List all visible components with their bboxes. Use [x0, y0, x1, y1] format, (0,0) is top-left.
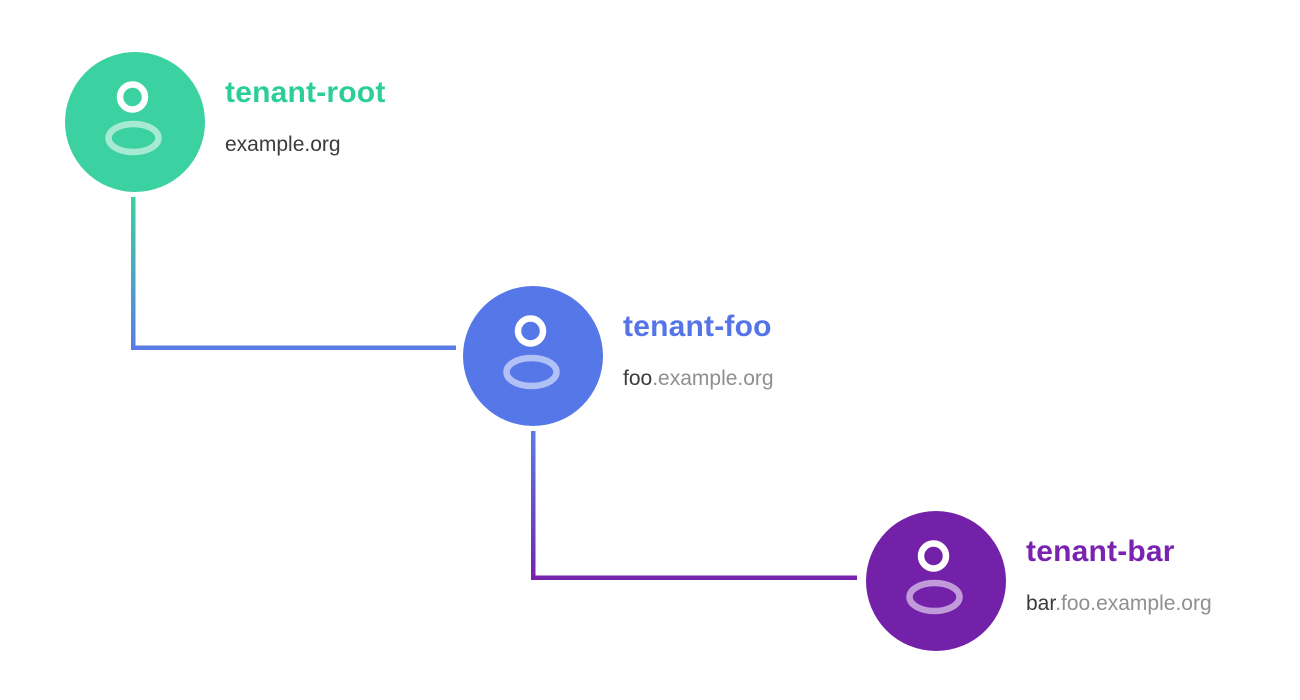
domain-primary: bar — [1026, 592, 1056, 615]
tenant-root-avatar — [65, 52, 205, 192]
connector-root-to-foo-horizontal — [131, 345, 456, 350]
tenant-bar-domain: bar.foo.example.org — [1026, 592, 1212, 616]
node-tenant-bar: tenant-bar bar.foo.example.org — [866, 511, 1300, 651]
tenant-root-label: tenant-root — [225, 76, 386, 109]
tenant-foo-text: tenant-foo foo.example.org — [623, 312, 774, 391]
tenant-bar-text: tenant-bar bar.foo.example.org — [1026, 537, 1212, 616]
connector-foo-to-bar — [531, 431, 857, 580]
person-icon — [105, 81, 162, 156]
person-icon — [906, 540, 963, 615]
node-tenant-root: tenant-root example.org — [65, 52, 535, 192]
tenant-root-text: tenant-root example.org — [225, 78, 386, 157]
domain-primary: foo — [623, 367, 653, 390]
connector-root-to-foo — [131, 197, 456, 350]
domain-secondary: .foo.example.org — [1055, 592, 1212, 615]
connector-foo-to-bar-vertical — [531, 431, 536, 580]
tenant-root-domain: example.org — [225, 133, 386, 157]
node-tenant-foo: tenant-foo foo.example.org — [463, 286, 933, 426]
connector-root-to-foo-vertical — [131, 197, 136, 350]
domain-primary: example.org — [225, 133, 341, 156]
person-icon — [503, 315, 560, 390]
tenant-bar-avatar — [866, 511, 1006, 651]
tenant-foo-label: tenant-foo — [623, 310, 772, 343]
connector-foo-to-bar-horizontal — [531, 575, 857, 580]
tenant-foo-domain: foo.example.org — [623, 367, 774, 391]
tenant-foo-avatar — [463, 286, 603, 426]
domain-secondary: .example.org — [652, 367, 774, 390]
tenant-bar-label: tenant-bar — [1026, 535, 1175, 568]
